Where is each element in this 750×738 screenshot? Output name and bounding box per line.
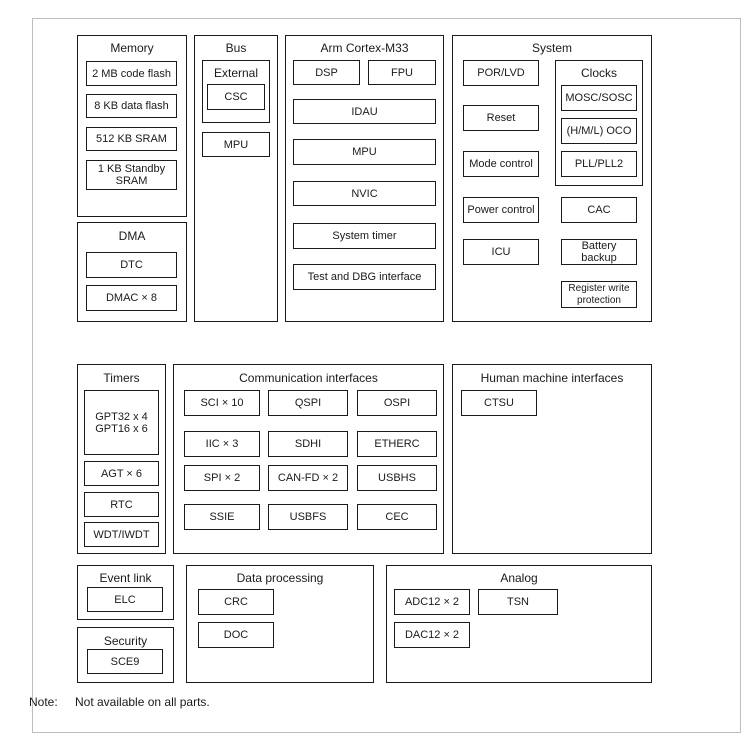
crc-block: CRC bbox=[198, 589, 274, 615]
sdhi-block: SDHI bbox=[268, 431, 348, 457]
qspi-block: QSPI bbox=[268, 390, 348, 416]
comm-title: Communication interfaces bbox=[239, 371, 378, 385]
mode-control-block: Mode control bbox=[463, 151, 539, 177]
nvic-block: NVIC bbox=[293, 181, 436, 206]
bus-title: Bus bbox=[225, 41, 247, 55]
usbhs-block: USBHS bbox=[357, 465, 437, 491]
hmi-title: Human machine interfaces bbox=[480, 371, 624, 385]
data-flash-block: 8 KB data flash bbox=[86, 94, 177, 118]
spi-block: SPI × 2 bbox=[184, 465, 260, 491]
dtc-block: DTC bbox=[86, 252, 177, 278]
dsp-block: DSP bbox=[293, 60, 360, 85]
power-control-block: Power control bbox=[463, 197, 539, 223]
usbfs-block: USBFS bbox=[268, 504, 348, 530]
adc-block: ADC12 × 2 bbox=[394, 589, 470, 615]
mosc-sosc-block: MOSC/SOSC bbox=[561, 85, 637, 111]
reset-block: Reset bbox=[463, 105, 539, 131]
pll-block: PLL/PLL2 bbox=[561, 151, 637, 177]
cac-block: CAC bbox=[561, 197, 637, 223]
event-link-title: Event link bbox=[99, 571, 152, 585]
sci-block: SCI × 10 bbox=[184, 390, 260, 416]
sram-block: 512 KB SRAM bbox=[86, 127, 177, 151]
note-text: Not available on all parts. bbox=[75, 695, 210, 709]
bus-mpu-block: MPU bbox=[202, 132, 270, 157]
cpu-mpu-block: MPU bbox=[293, 139, 436, 165]
agt-block: AGT × 6 bbox=[84, 461, 159, 486]
register-write-protection-block: Register write protection bbox=[561, 281, 637, 308]
gpt-block: GPT32 x 4 GPT16 x 6 bbox=[84, 390, 159, 455]
ospi-block: OSPI bbox=[357, 390, 437, 416]
note-label: Note: bbox=[29, 695, 58, 709]
etherc-block: ETHERC bbox=[357, 431, 437, 457]
ssie-block: SSIE bbox=[184, 504, 260, 530]
tsn-block: TSN bbox=[478, 589, 558, 615]
ctsu-block: CTSU bbox=[461, 390, 537, 416]
system-title: System bbox=[531, 41, 572, 55]
analog-title: Analog bbox=[500, 571, 538, 585]
test-dbg-block: Test and DBG interface bbox=[293, 264, 436, 290]
battery-backup-block: Battery backup bbox=[561, 239, 637, 265]
memory-title: Memory bbox=[110, 41, 154, 55]
cpu-title: Arm Cortex-M33 bbox=[320, 41, 409, 55]
dmac-block: DMAC × 8 bbox=[86, 285, 177, 311]
diagram-frame bbox=[32, 18, 741, 733]
security-title: Security bbox=[103, 634, 148, 648]
timers-title: Timers bbox=[103, 371, 140, 385]
elc-block: ELC bbox=[87, 587, 163, 612]
wdt-block: WDT/IWDT bbox=[84, 522, 159, 547]
csc-block: CSC bbox=[207, 84, 265, 110]
iic-block: IIC × 3 bbox=[184, 431, 260, 457]
dma-title: DMA bbox=[118, 229, 146, 243]
data-processing-title: Data processing bbox=[236, 571, 324, 585]
clocks-title: Clocks bbox=[580, 66, 617, 80]
rtc-block: RTC bbox=[84, 492, 159, 517]
code-flash-block: 2 MB code flash bbox=[86, 61, 177, 86]
standby-sram-block: 1 KB Standby SRAM bbox=[86, 160, 177, 190]
doc-block: DOC bbox=[198, 622, 274, 648]
fpu-block: FPU bbox=[368, 60, 436, 85]
dac-block: DAC12 × 2 bbox=[394, 622, 470, 648]
sce9-block: SCE9 bbox=[87, 649, 163, 674]
idau-block: IDAU bbox=[293, 99, 436, 124]
oco-block: (H/M/L) OCO bbox=[561, 118, 637, 144]
por-lvd-block: POR/LVD bbox=[463, 60, 539, 86]
cec-block: CEC bbox=[357, 504, 437, 530]
system-timer-block: System timer bbox=[293, 223, 436, 249]
icu-block: ICU bbox=[463, 239, 539, 265]
can-fd-block: CAN-FD × 2 bbox=[268, 465, 348, 491]
external-title: External bbox=[213, 66, 259, 80]
